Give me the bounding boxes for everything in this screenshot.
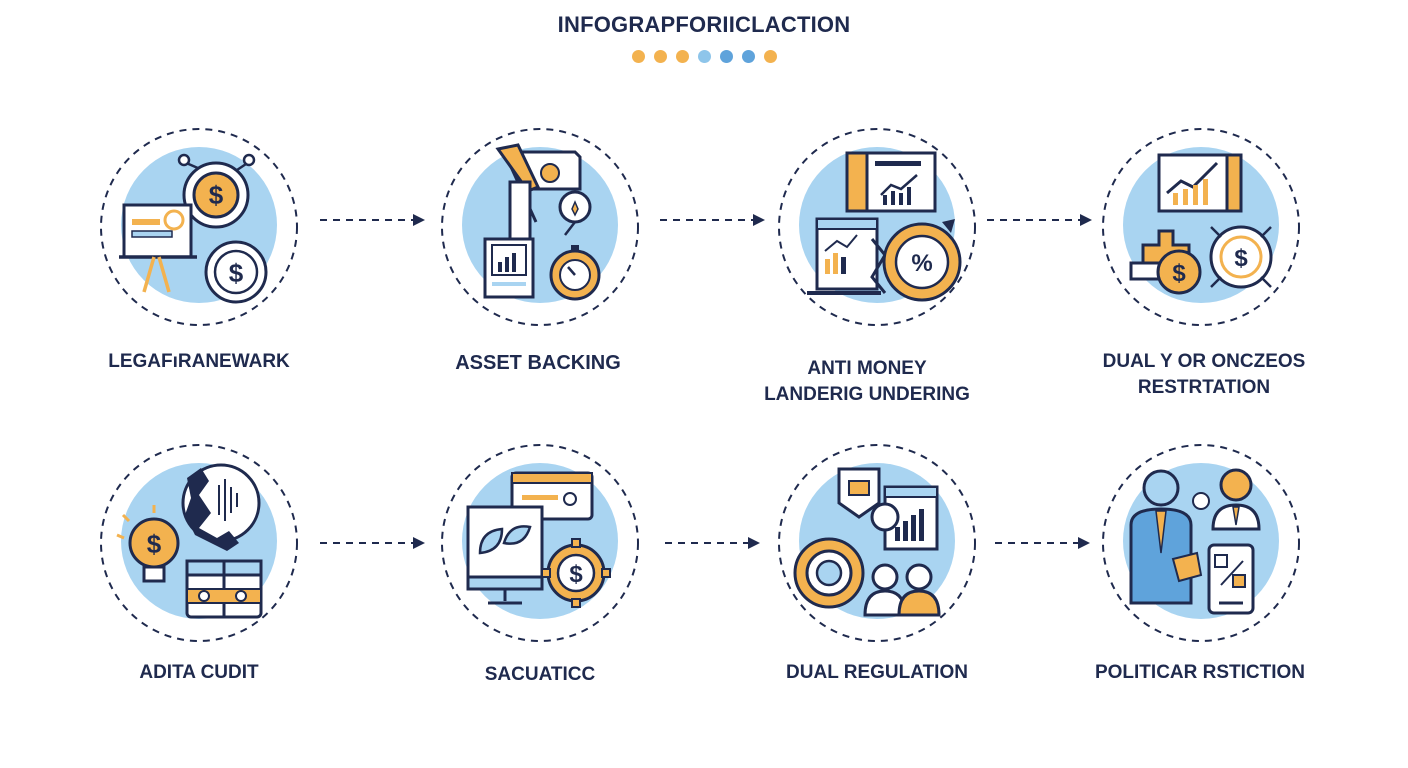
step-label-line: LEGAFıRANEWARK <box>108 351 290 372</box>
page-title: INFOGRAPFORIICLACTION <box>557 12 851 37</box>
step-label-line: DUAL REGULATION <box>786 662 968 683</box>
step-dual-regulation <box>777 443 977 643</box>
step-legal-framework: $ $ <box>99 127 299 327</box>
svg-text:$: $ <box>209 180 224 210</box>
step-label-line: SACUATICC <box>484 664 596 685</box>
step-label: ANTI MONEY LANDERIG UNDERING <box>717 356 1017 408</box>
decor-dot <box>763 50 777 63</box>
leaf-monitor-gear-icon: $ <box>441 444 639 642</box>
svg-text:$: $ <box>1172 260 1186 287</box>
step-data-audit: $ <box>99 443 299 643</box>
step-label-line: LANDERIG UNDERING <box>764 384 970 405</box>
flow-arrow <box>995 537 1090 549</box>
step-label: DUAL REGULATION <box>727 660 1027 686</box>
title-dots <box>0 50 1408 63</box>
gear-people-icon <box>778 444 976 642</box>
svg-text:$: $ <box>147 529 162 559</box>
decor-dot <box>675 50 689 63</box>
decor-dot <box>697 50 711 63</box>
svg-text:$: $ <box>229 258 244 288</box>
svg-text:$: $ <box>1234 245 1248 272</box>
decor-dot <box>719 50 733 63</box>
step-label-line: POLITICAR RSTICTION <box>1094 662 1306 683</box>
lightbulb-map-icon: $ <box>100 444 298 642</box>
step-label: ADITA CUDIT <box>49 660 349 686</box>
step-sacuaticc: $ <box>440 443 640 643</box>
step-label-line: ASSET BACKING <box>455 352 621 374</box>
step-asset-backing <box>440 127 640 327</box>
step-label-line: ANTI MONEY <box>807 358 927 379</box>
presentation-money-icon: $ $ <box>100 128 298 326</box>
decor-dot <box>741 50 755 63</box>
step-anti-money-laundering: % <box>777 127 977 327</box>
step-label: POLITICAR RSTICTION <box>1050 660 1350 686</box>
step-label: ASSET BACKING <box>388 350 688 376</box>
svg-text:%: % <box>911 250 932 277</box>
step-label-line: DUAL Y OR ONCZEOS <box>1102 351 1306 372</box>
flow-arrow <box>660 214 765 226</box>
step-label-line: RESTRTATION <box>1137 377 1271 398</box>
step-label-line: ADITA CUDIT <box>139 662 259 683</box>
flow-arrow <box>987 214 1092 226</box>
flow-arrow <box>320 214 425 226</box>
step-label: DUAL Y OR ONCZEOS RESTRTATION <box>1054 349 1354 401</box>
oil-pump-chart-icon <box>441 128 639 326</box>
growth-chart-coins-icon: $ $ <box>1102 128 1300 326</box>
flow-arrow <box>665 537 760 549</box>
step-dual-restriction: $ $ <box>1101 127 1301 327</box>
step-label: LEGAFıRANEWARK <box>49 349 349 375</box>
businessmen-tablet-icon <box>1102 444 1300 642</box>
financial-report-icon: % <box>778 128 976 326</box>
step-political-restriction <box>1101 443 1301 643</box>
svg-text:$: $ <box>569 561 583 588</box>
flow-arrow <box>320 537 425 549</box>
decor-dot <box>653 50 667 63</box>
decor-dot <box>631 50 645 63</box>
step-label: SACUATICC <box>390 662 690 688</box>
